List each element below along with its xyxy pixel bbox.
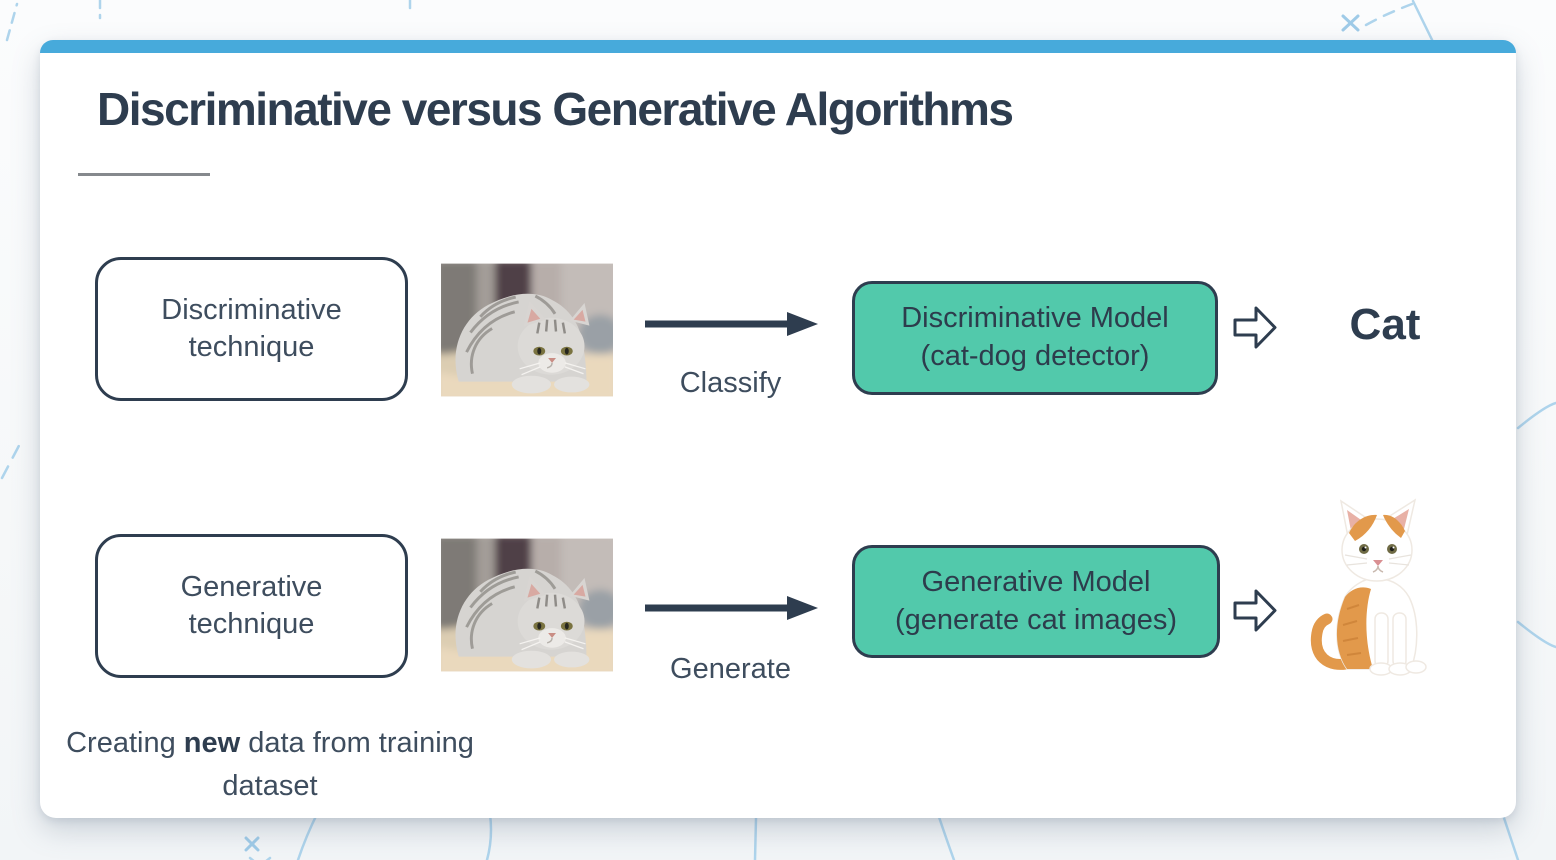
caption: Creating new data from training dataset bbox=[60, 722, 480, 808]
caption-suffix: data from training dataset bbox=[222, 727, 474, 802]
generate-arrow-icon bbox=[645, 596, 818, 620]
cat-photo-input-generative bbox=[441, 538, 613, 672]
slide-card: Discriminative versus Generative Algorit… bbox=[40, 40, 1516, 818]
generate-label: Generate bbox=[670, 653, 791, 685]
generative-model-name: Generative Model bbox=[921, 565, 1151, 598]
result-arrow-icon bbox=[1233, 589, 1277, 632]
cat-photo-input-discriminative bbox=[441, 263, 613, 397]
classify-arrow-icon bbox=[645, 312, 818, 336]
generative-model-detail: (generate cat images) bbox=[894, 603, 1178, 636]
caption-prefix: Creating bbox=[66, 727, 184, 759]
discriminative-model-detail: (cat-dog detector) bbox=[920, 340, 1150, 372]
accent-bar bbox=[40, 40, 1516, 53]
classify-label: Classify bbox=[679, 367, 782, 399]
kitten-photo-output bbox=[1307, 497, 1447, 692]
generative-model-box: Generative Model (generate cat images) bbox=[852, 545, 1220, 658]
generative-technique-box: Generative technique bbox=[95, 534, 408, 678]
discriminative-technique-box: Discriminative technique bbox=[95, 257, 408, 401]
result-arrow-icon bbox=[1233, 306, 1277, 349]
discriminative-technique-label: Discriminative technique bbox=[161, 293, 342, 363]
discriminative-model-box: Discriminative Model (cat-dog detector) bbox=[852, 281, 1218, 395]
slide-title: Discriminative versus Generative Algorit… bbox=[97, 83, 1014, 135]
discriminative-model-name: Discriminative Model bbox=[901, 302, 1169, 335]
classification-result: Cat bbox=[1349, 300, 1421, 349]
title-divider bbox=[78, 173, 210, 176]
caption-emphasis: new bbox=[183, 727, 241, 759]
generative-technique-label: Generative technique bbox=[180, 570, 323, 640]
